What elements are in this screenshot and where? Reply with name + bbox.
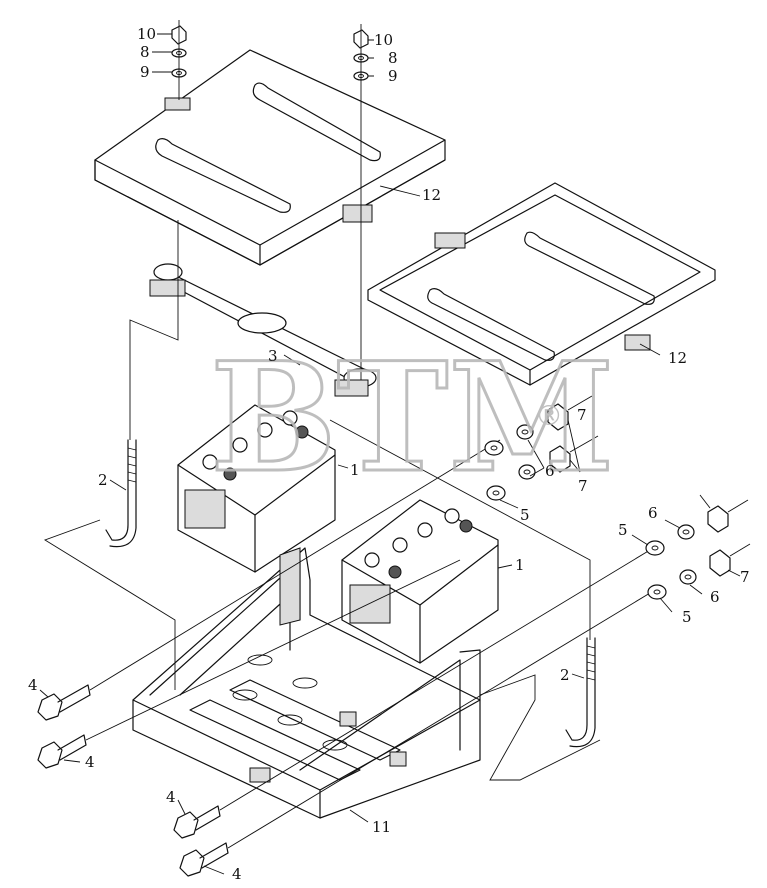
callout-4: 4 bbox=[166, 788, 176, 806]
callout-5: 5 bbox=[520, 506, 530, 524]
hex-bolt-1 bbox=[37, 684, 91, 721]
callout-4: 4 bbox=[232, 865, 242, 883]
callout-4: 4 bbox=[28, 676, 38, 694]
battery-front bbox=[341, 499, 499, 664]
callout-labels: 10 8 9 10 8 9 12 12 3 1 1 2 2 7 7 7 6 6 … bbox=[28, 25, 750, 883]
btm-watermark: BTM ® bbox=[209, 329, 616, 508]
callout-10: 10 bbox=[137, 25, 156, 43]
callout-8: 8 bbox=[140, 43, 150, 61]
callout-4: 4 bbox=[85, 753, 95, 771]
battery-cover-left bbox=[94, 49, 446, 266]
callout-11: 11 bbox=[372, 818, 391, 836]
callout-9: 9 bbox=[140, 63, 150, 81]
hex-bolt-4 bbox=[179, 842, 229, 877]
callout-2: 2 bbox=[560, 666, 570, 684]
j-bolt-right bbox=[565, 637, 596, 748]
callout-1: 1 bbox=[350, 461, 360, 479]
callout-2: 2 bbox=[98, 471, 108, 489]
callout-9: 9 bbox=[388, 67, 398, 85]
callout-8: 8 bbox=[388, 49, 398, 67]
callout-12: 12 bbox=[668, 349, 687, 367]
callout-6: 6 bbox=[545, 462, 555, 480]
callout-7: 7 bbox=[578, 477, 588, 495]
hex-bolt-3 bbox=[173, 805, 221, 839]
callout-7: 7 bbox=[740, 568, 750, 586]
callout-6: 6 bbox=[648, 504, 658, 522]
j-bolt-left bbox=[105, 439, 137, 548]
hold-down-bar bbox=[149, 263, 377, 397]
callout-5: 5 bbox=[682, 608, 692, 626]
callout-5: 5 bbox=[618, 521, 628, 539]
callout-3: 3 bbox=[268, 347, 278, 365]
battery-tray bbox=[132, 547, 481, 819]
hex-bolt-2 bbox=[37, 734, 87, 769]
callout-6: 6 bbox=[710, 588, 720, 606]
callout-12: 12 bbox=[422, 186, 441, 204]
watermark-text: BTM bbox=[210, 330, 614, 506]
callout-10: 10 bbox=[374, 31, 393, 49]
fastener-set-lower bbox=[645, 499, 751, 600]
callout-1: 1 bbox=[515, 556, 525, 574]
watermark-registered-mark: ® bbox=[535, 399, 563, 432]
callout-7: 7 bbox=[577, 406, 587, 424]
top-hardware-left bbox=[171, 20, 187, 100]
battery-rear bbox=[177, 404, 336, 573]
